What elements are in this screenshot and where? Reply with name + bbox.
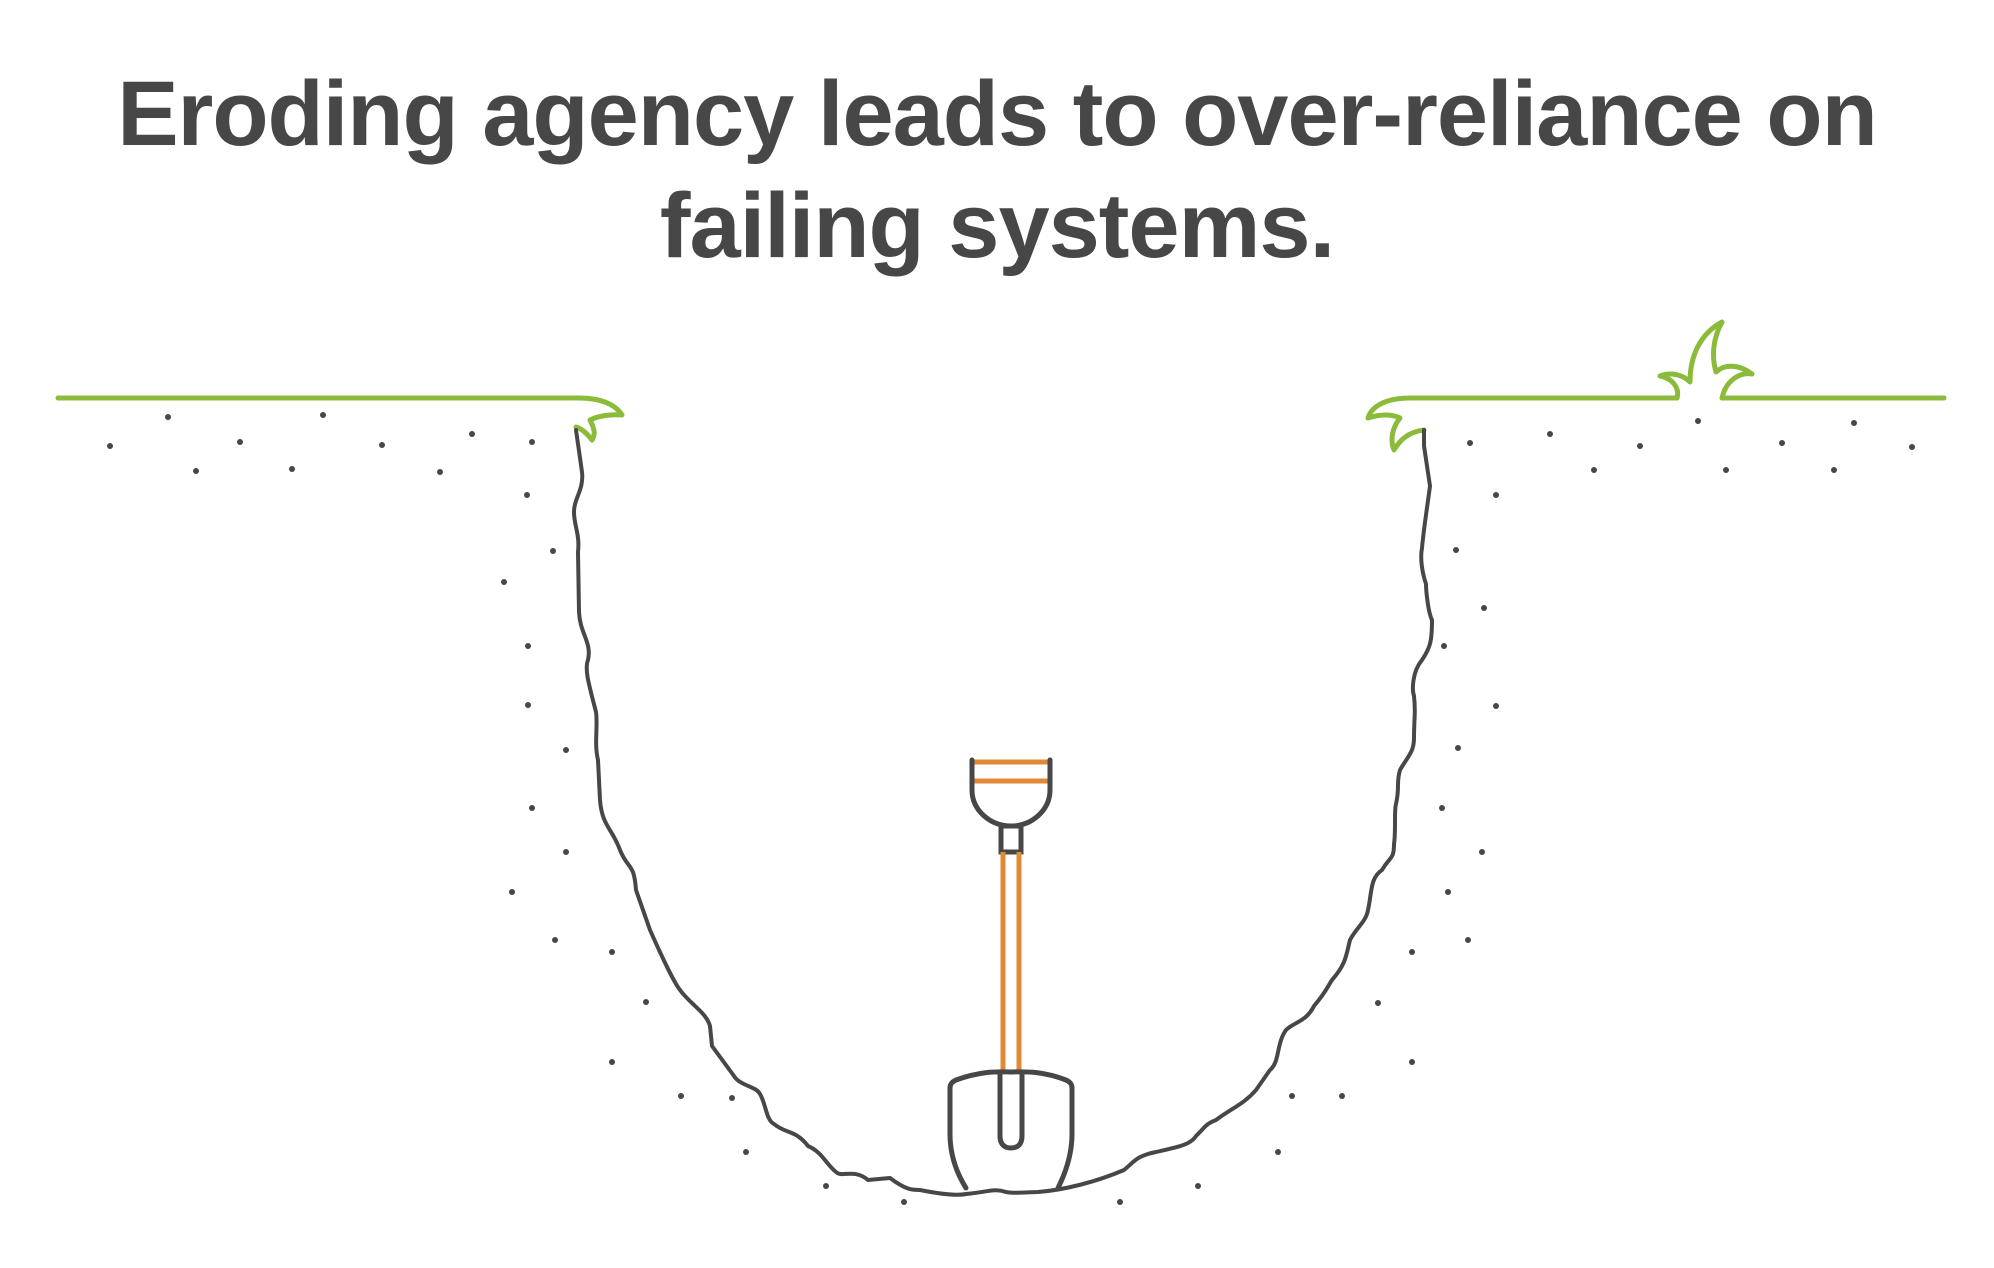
grass-tuft-icon bbox=[1657, 319, 1755, 401]
shovel-icon bbox=[947, 757, 1075, 1191]
title-line-1: Eroding agency leads to over-reliance on bbox=[117, 63, 1878, 165]
ground-left bbox=[55, 395, 625, 443]
page-title: Eroding agency leads to over-reliance on… bbox=[0, 58, 1994, 282]
ground-right bbox=[1365, 395, 1947, 453]
title-line-2: failing systems. bbox=[659, 175, 1335, 277]
pit-outline bbox=[572, 428, 1434, 1197]
soil-dots bbox=[107, 412, 1915, 1205]
